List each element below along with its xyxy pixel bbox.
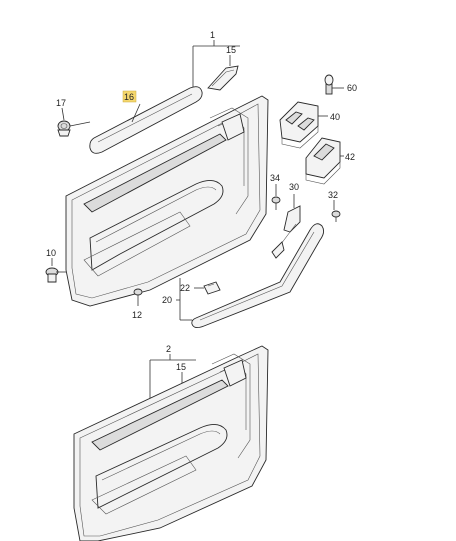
part-30-cover [271,194,301,259]
callout-16: 16 [124,92,134,102]
part-42-mirror-switch [305,137,344,185]
bracket-20 [176,278,192,321]
part-34-screw [271,184,281,210]
callout-30: 30 [289,182,299,192]
callout-10: 10 [46,248,56,258]
callout-15-lower: 15 [176,362,186,372]
part-32-screw [331,200,341,222]
callout-2: 2 [166,344,171,354]
part-10-clip [45,258,66,283]
door-panel-upper [65,95,269,307]
callout-40: 40 [330,112,340,122]
callout-42: 42 [345,152,355,162]
part-60-bulb [324,74,344,95]
callout-32: 32 [328,190,338,200]
callout-60: 60 [347,83,357,93]
part-40-window-switch [279,101,328,149]
callout-34: 34 [270,173,280,183]
callout-15-upper: 15 [226,45,236,55]
part-17-clip [57,107,91,137]
bracket-2 [149,354,196,400]
part-22-clip [194,281,221,295]
callout-12: 12 [132,310,142,320]
callout-17: 17 [56,98,66,108]
part-12-screw [133,288,143,306]
callout-20: 20 [162,295,172,305]
callout-16-highlight [122,90,137,103]
part-15-trim-clip [207,55,239,91]
part-long-trim-strip [191,223,325,329]
callout-1: 1 [210,30,215,40]
upper-assembly: 1 15 16 17 [45,30,357,329]
door-panel-lower [73,345,269,541]
part-16-trim-strip [89,86,203,154]
lower-assembly: 2 15 [73,344,269,541]
callout-22: 22 [180,283,190,293]
